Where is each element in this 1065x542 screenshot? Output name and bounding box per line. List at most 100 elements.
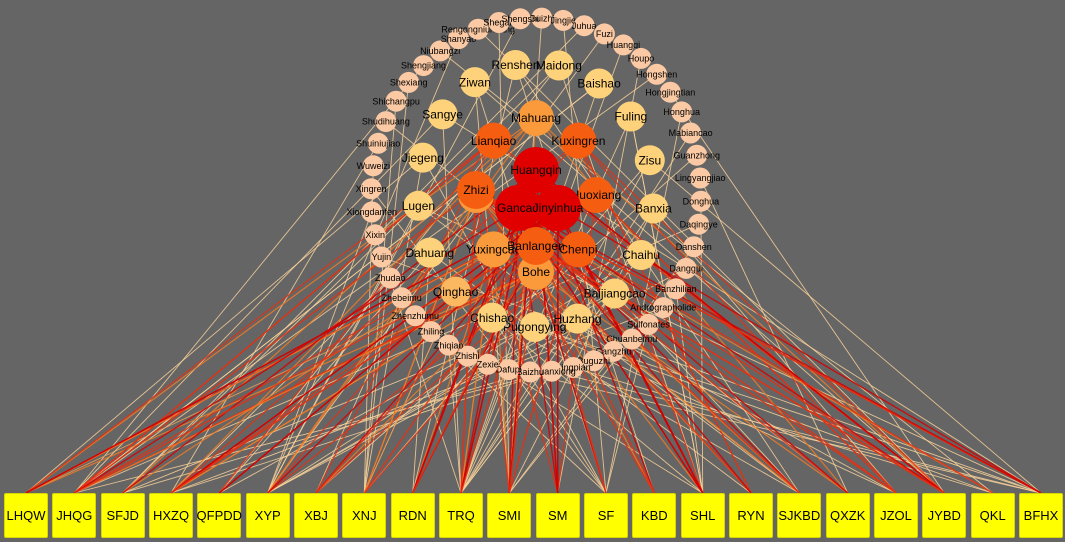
node-baishao: Baishao (577, 68, 621, 99)
node-label-guizhi: Guizhi (529, 13, 555, 23)
node-circle-houpo (630, 47, 652, 69)
edge-huzhang-xyp (267, 318, 578, 494)
formula-label: XNJ (352, 508, 377, 523)
node-label-gancao: Gancao (497, 201, 539, 215)
formula-box-jhqg: JHQG (52, 493, 97, 538)
node-circle-kuxingren (560, 122, 597, 159)
node-huoxiang: Huoxiang (571, 177, 621, 213)
node-label-jinyinhua: Jinyinhua (533, 201, 584, 215)
edge-zisu-trq (460, 159, 651, 494)
node-label-buguzhi: Buguzhi (578, 356, 611, 366)
edge-kuxingren-jzol (577, 140, 897, 494)
node-zhiling: Zhiling (418, 321, 444, 343)
formula-label: QFPDD (196, 508, 243, 523)
node-label-yuxingcao: Yuxingcao (466, 243, 522, 257)
node-circle-shegan (488, 12, 510, 33)
node-circle-hongshen (646, 63, 668, 85)
node-circle-lugen (403, 190, 434, 221)
node-label-shuiniujiao: Shuiniujiao (356, 138, 400, 148)
node-yujin: Yujin (370, 246, 392, 268)
edge-zhishi-qfpdd (219, 355, 468, 494)
edge-zisu-bfhx (649, 159, 1042, 494)
edge-banlangen-xnj (363, 245, 537, 494)
node-label-houpo: Houpo (628, 54, 655, 64)
edge-jiegeng-lhqw (25, 157, 424, 494)
node-circle-shengshi (509, 8, 531, 30)
formula-label: JYBD (927, 508, 961, 523)
edge-banlangen-xbj (315, 245, 537, 494)
node-circle-shanyao (448, 28, 469, 50)
formula-label: QXZK (829, 508, 866, 523)
node-label-lugen: Lugen (402, 199, 435, 213)
node-label-sangye: Sangye (422, 108, 463, 122)
formula-box-qfpdd: QFPDD (196, 493, 243, 538)
node-xiongdanfen: Xiongdanfen (347, 201, 397, 223)
formula-label: XYP (254, 508, 281, 523)
node-sulfonates: Sulfonates (627, 313, 670, 335)
edge-jinyinhua-lhqw (25, 207, 559, 494)
node-label-zhudao: Zhudao (375, 273, 406, 283)
node-pugongying: Pugongying (503, 312, 566, 342)
node-circle-danshen (683, 236, 705, 258)
node-baizhu: Baizhu (516, 361, 544, 383)
edge-chishao-sf (491, 317, 607, 494)
node-gancao: Gancao (495, 185, 541, 231)
node-label-zhiqiao: Zhiqiao (434, 340, 464, 350)
node-zhebeimu: Zhebeimu (382, 287, 422, 309)
node-label-chuanxiong: Chuanxiong (528, 366, 576, 376)
node-label-bingpian: Bingpian (556, 363, 591, 373)
node-circle-zhenzhumu (404, 305, 426, 327)
node-label-qinghao: Qinghao (433, 285, 479, 299)
node-circle-renshen (500, 50, 531, 80)
node-circle-baijiangcao (599, 278, 630, 309)
node-circle-baizhu (519, 361, 541, 383)
node-kuxingren: Kuxingren (551, 122, 605, 159)
node-circle-baishao (584, 68, 615, 99)
node-chenpi: Chenpi (559, 231, 597, 268)
node-circle-jingjie (552, 9, 574, 31)
node-circle-honghua (671, 101, 693, 123)
node-andrographolide: Andrographolide (630, 297, 696, 319)
node-label-banzhilian: Banzhilian (655, 284, 697, 294)
formula-box-kbd: KBD (632, 493, 677, 538)
node-label-zhenzhumu: Zhenzhumu (392, 311, 440, 321)
formula-box-smi: SMI (487, 493, 532, 538)
edge-gancao-bfhx (517, 207, 1042, 494)
node-label-sulfonates: Sulfonates (627, 320, 670, 330)
node-circle-mabiancao (680, 122, 702, 144)
node-shuiniujiao: Shuiniujiao (356, 132, 400, 154)
formula-label: RDN (398, 508, 427, 523)
node-zhizi: Zhizi (457, 171, 495, 209)
node-circle-donghua (690, 190, 712, 212)
node-zhudao: Zhudao (375, 267, 406, 289)
node-banzhilian: Banzhilian (655, 278, 697, 300)
node-label-xingren: Xingren (356, 184, 387, 194)
node-jingjie: Jingjie (550, 9, 576, 31)
node-chishao: Chishao (470, 302, 515, 333)
node-label-yujin: Yujin (372, 252, 392, 262)
node-circle-shudihuang (375, 111, 397, 133)
node-label-dahuang: Dahuang (405, 246, 454, 260)
edge-banlangen-sjkbd (535, 245, 800, 494)
node-circle-danggui (675, 257, 697, 279)
node-label-fuzi: Fuzi (596, 29, 613, 39)
edge-lianqiao-qfpdd (218, 140, 495, 494)
node-circle-fuling (615, 101, 646, 132)
edge-banlangen-jzol (535, 245, 897, 494)
node-label-baijiangcao: Baijiangcao (584, 287, 646, 301)
node-circle-hongjingtian (659, 81, 681, 103)
node-circle-rengongniuhuang (467, 18, 489, 40)
edge-shuiniujiao-hxzq (170, 143, 379, 494)
node-circle-zisu (634, 145, 665, 176)
node-dafupi: Dafupi (496, 359, 522, 381)
node-circle-chuanxiong (541, 360, 563, 382)
node-circle-mahuang (518, 100, 554, 136)
node-circle-dahuang (414, 237, 445, 268)
node-jiegeng: Jiegeng (402, 142, 444, 173)
node-guanzhong: Guanzhong (674, 144, 720, 166)
node-circle-dafupi (498, 359, 520, 381)
node-rengongniuhuang: Rengongniuhuang (441, 18, 515, 40)
node-fuzi: Fuzi (593, 23, 615, 45)
formula-box-ryn: RYN (729, 493, 773, 538)
node-juhua: Juhua (572, 15, 596, 37)
